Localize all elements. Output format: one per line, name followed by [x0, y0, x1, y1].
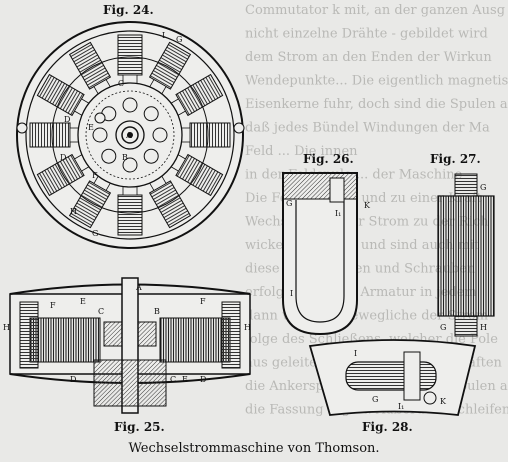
label-C-fig25: C [98, 307, 104, 316]
label-C-fig24: C [118, 79, 124, 88]
figure-26: Fig. 26. G I₁ K I [282, 152, 371, 336]
figure-26-title: Fig. 26. [303, 152, 354, 166]
label-B-fig24: B [122, 153, 128, 162]
figure-25-title: Fig. 25. [114, 420, 165, 434]
figure-25: A F E C B F H H D C E D Fig. 25. [3, 277, 251, 434]
label-D-fig24: D [64, 115, 70, 124]
label-G-fig28: G [372, 395, 378, 404]
figure-28-title: Fig. 28. [362, 420, 413, 434]
label-F-fig25: F [50, 301, 56, 310]
label-E2-fig25: E [182, 375, 188, 384]
label-D2-fig24: D [60, 153, 66, 162]
field-pole [68, 41, 112, 96]
background-text-line: daß jedes Bündel Windungen der Ma [245, 121, 490, 136]
label-K-fig28: K [440, 397, 447, 406]
field-pole [169, 153, 224, 197]
figure-27: Fig. 27. G G H [430, 152, 495, 337]
armature-hole [101, 148, 117, 164]
background-text-line: Feld ... Die innen [245, 144, 358, 159]
label-E-fig25: E [80, 297, 86, 306]
armature-hole [92, 127, 108, 143]
label-G2-fig24: G [92, 229, 98, 238]
field-pole [117, 34, 143, 86]
background-text-line: dem Strom an den Enden der Wirkun [245, 50, 492, 65]
label-E-fig24: E [88, 123, 94, 132]
field-pole [148, 41, 192, 96]
figure-24: Fig. 24. G I C D E B A D F H G [16, 3, 245, 249]
label-C2-fig25: C [170, 375, 176, 384]
figure-27-title: Fig. 27. [430, 152, 481, 166]
caption: Wechselstrommaschine von Thomson. [128, 441, 379, 456]
field-pole-ring [29, 34, 231, 236]
background-text-line: Commutator k mit, an der ganzen Ausg [245, 3, 505, 18]
label-F-fig24: F [92, 171, 98, 180]
background-text-line: nicht einzelne Drähte - gebildet wird [245, 27, 488, 42]
label-I1-fig26: I₁ [335, 209, 341, 218]
field-pole [117, 184, 143, 236]
field-pole [36, 153, 91, 197]
label-H-fig25: H [3, 323, 10, 332]
armature-spokes [92, 97, 168, 173]
label-G2-fig27: G [440, 323, 446, 332]
field-pole [169, 73, 224, 117]
figure-28: I G I₁ K Fig. 28. [308, 339, 477, 434]
field-pole [148, 174, 192, 229]
label-H-fig27: H [480, 323, 487, 332]
label-I-fig28: I [354, 349, 357, 358]
armature-hole [152, 127, 168, 143]
label-A-fig25: A [135, 283, 142, 292]
label-I-fig24: I [162, 31, 165, 40]
label-G-fig27: G [480, 183, 486, 192]
background-text-line: Wendepunkte... Die eigentlich magnetisch… [245, 74, 508, 89]
armature-hole [122, 97, 138, 113]
label-D-fig25: D [70, 375, 76, 384]
label-I1-fig28: I₁ [398, 402, 404, 411]
label-D2-fig25: D [200, 375, 206, 384]
armature-hole [143, 148, 159, 164]
armature-hole [143, 106, 159, 122]
label-H-fig24: H [70, 207, 77, 216]
field-pole [179, 122, 231, 148]
label-H2-fig25: H [244, 323, 251, 332]
figure-24-title: Fig. 24. [103, 3, 154, 17]
label-F2-fig25: F [200, 297, 206, 306]
label-K-fig26: K [364, 201, 371, 210]
label-I-fig26: I [290, 289, 293, 298]
label-A-fig24: A [125, 131, 132, 140]
label-G-fig26: G [286, 199, 292, 208]
background-text-line: Eisenkerne fuhr, doch sind die Spulen an [245, 97, 508, 112]
armature-hole [122, 157, 138, 173]
label-G-fig24: G [176, 35, 182, 44]
label-B-fig25: B [154, 307, 160, 316]
field-pole [36, 73, 91, 117]
